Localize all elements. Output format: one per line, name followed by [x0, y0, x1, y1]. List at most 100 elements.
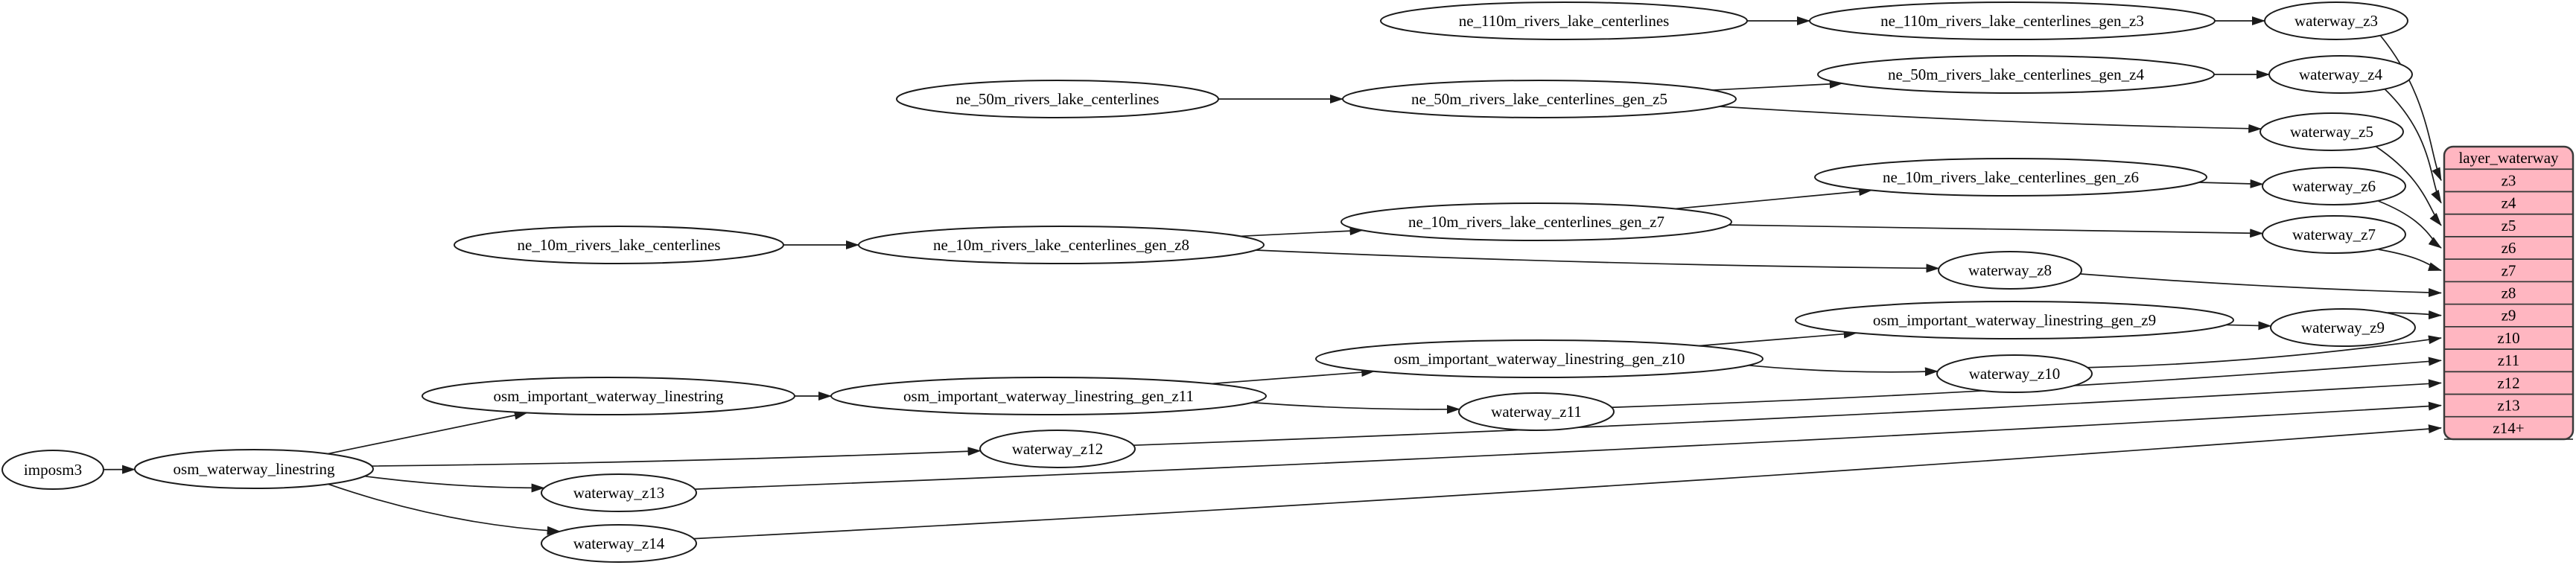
node-ellipse	[830, 377, 1267, 415]
edge-osm_waterway_linestring--waterway_z12	[372, 447, 982, 467]
node-ellipse	[541, 473, 697, 512]
node-osm_important_waterway_linestring: osm_important_waterway_linestring	[422, 377, 795, 415]
node-label: ne_50m_rivers_lake_centerlines_gen_z5	[1411, 90, 1667, 108]
node-waterway_z4: waterway_z4	[2268, 55, 2413, 94]
node-ellipse	[1809, 1, 2216, 40]
table-layer_waterway: layer_waterwayz3z4z5z6z7z8z9z10z11z12z13…	[2443, 145, 2575, 441]
edge-waterway_z8--layer_waterway-z8	[2080, 273, 2442, 298]
edge-osm_important_waterway_linestring_gen_z11--waterway_z11	[1252, 401, 1460, 414]
edge-osm_waterway_linestring--osm_important_waterway_linestring	[327, 411, 528, 455]
node-label: ne_110m_rivers_lake_centerlines_gen_z3	[1880, 12, 2144, 30]
node-ellipse	[134, 449, 374, 489]
node-label: waterway_z5	[2290, 123, 2373, 141]
edge-osm_important_waterway_linestring_gen_z10--osm_important_waterway_linestring_gen_z9	[1699, 329, 1857, 347]
table-row-z6: z6	[2502, 239, 2516, 257]
node-label: ne_10m_rivers_lake_centerlines_gen_z8	[933, 236, 1189, 254]
edge-ne_10m_rivers_lake_centerlines_gen_z6--waterway_z6	[2198, 179, 2264, 188]
node-waterway_z3: waterway_z3	[2264, 1, 2408, 40]
node-ellipse	[1814, 158, 2207, 197]
node-ellipse	[2259, 112, 2404, 151]
node-label: waterway_z8	[1968, 261, 2052, 279]
node-ne_10m_rivers_lake_centerlines_gen_z7: ne_10m_rivers_lake_centerlines_gen_z7	[1341, 202, 1732, 241]
node-osm_important_waterway_linestring_gen_z9: osm_important_waterway_linestring_gen_z9	[1795, 301, 2234, 339]
node-label: waterway_z3	[2294, 12, 2378, 30]
table-row-z11: z11	[2498, 351, 2520, 369]
node-label: waterway_z4	[2299, 66, 2382, 83]
node-ellipse	[1342, 80, 1737, 118]
node-ne_10m_rivers_lake_centerlines_gen_z8: ne_10m_rivers_lake_centerlines_gen_z8	[858, 226, 1265, 264]
node-label: waterway_z13	[573, 484, 664, 502]
node-label: waterway_z14	[573, 535, 665, 552]
node-ellipse	[1795, 301, 2234, 339]
node-label: osm_waterway_linestring	[174, 460, 335, 478]
node-waterway_z7: waterway_z7	[2262, 215, 2406, 254]
node-ne_110m_rivers_lake_centerlines_gen_z3: ne_110m_rivers_lake_centerlines_gen_z3	[1809, 1, 2216, 40]
node-osm_important_waterway_linestring_gen_z10: osm_important_waterway_linestring_gen_z1…	[1315, 339, 1764, 378]
node-ellipse	[1, 450, 104, 490]
node-ne_10m_rivers_lake_centerlines: ne_10m_rivers_lake_centerlines	[454, 226, 784, 264]
node-waterway_z5: waterway_z5	[2259, 112, 2404, 151]
edge-ne_10m_rivers_lake_centerlines_gen_z8--ne_10m_rivers_lake_centerlines_gen_z7	[1240, 226, 1364, 237]
node-ellipse	[2262, 167, 2406, 205]
node-label: osm_important_waterway_linestring_gen_z9	[1873, 311, 2156, 329]
table-row-z3: z3	[2502, 171, 2516, 189]
node-ellipse	[454, 226, 784, 264]
node-label: ne_50m_rivers_lake_centerlines	[956, 90, 1160, 108]
edge-waterway_z13--layer_waterway-z13	[694, 401, 2442, 490]
node-ne_50m_rivers_lake_centerlines_gen_z4: ne_50m_rivers_lake_centerlines_gen_z4	[1817, 55, 2215, 94]
node-ellipse	[896, 80, 1219, 118]
node-ellipse	[2262, 215, 2406, 254]
node-label: waterway_z9	[2301, 319, 2385, 336]
node-ellipse	[2264, 1, 2408, 40]
node-label: ne_10m_rivers_lake_centerlines	[518, 236, 721, 254]
table-row-z10: z10	[2497, 329, 2519, 347]
table-row-z12: z12	[2497, 374, 2519, 392]
node-ellipse	[979, 430, 1136, 468]
table-row-z13: z13	[2497, 397, 2519, 415]
node-ne_50m_rivers_lake_centerlines: ne_50m_rivers_lake_centerlines	[896, 80, 1219, 118]
edge-waterway_z6--layer_waterway-z6	[2378, 200, 2442, 249]
node-ellipse	[1380, 1, 1748, 40]
edge-ne_50m_rivers_lake_centerlines_gen_z5--waterway_z5	[1719, 106, 2262, 133]
edge-osm_important_waterway_linestring_gen_z11--osm_important_waterway_linestring_gen_z10	[1211, 368, 1376, 385]
node-ellipse	[858, 226, 1265, 264]
node-label: osm_important_waterway_linestring_gen_z1…	[903, 387, 1194, 405]
node-label: osm_important_waterway_linestring	[493, 387, 724, 405]
table-row-z8: z8	[2502, 284, 2516, 302]
node-label: waterway_z7	[2292, 226, 2376, 243]
edges-layer	[103, 16, 2442, 540]
node-label: ne_10m_rivers_lake_centerlines_gen_z6	[1883, 168, 2139, 186]
edge-waterway_z4--layer_waterway-z4	[2384, 89, 2442, 204]
edge-waterway_z3--layer_waterway-z3	[2379, 35, 2442, 182]
node-waterway_z8: waterway_z8	[1938, 251, 2082, 290]
node-waterway_z6: waterway_z6	[2262, 167, 2406, 205]
node-ellipse	[1458, 392, 1615, 431]
node-ellipse	[1936, 354, 2093, 393]
node-waterway_z9: waterway_z9	[2270, 308, 2416, 347]
edge-ne_10m_rivers_lake_centerlines_gen_z7--waterway_z7	[1729, 224, 2264, 238]
edge-ne_10m_rivers_lake_centerlines_gen_z7--ne_10m_rivers_lake_centerlines_gen_z6	[1675, 187, 1873, 210]
node-label: ne_10m_rivers_lake_centerlines_gen_z7	[1408, 213, 1664, 231]
edge-ne_50m_rivers_lake_centerlines_gen_z5--ne_50m_rivers_lake_centerlines_gen_z4	[1711, 79, 1843, 91]
node-waterway_z10: waterway_z10	[1936, 354, 2093, 393]
node-label: waterway_z6	[2292, 177, 2376, 195]
node-waterway_z13: waterway_z13	[541, 473, 697, 512]
table-row-z14+: z14+	[2493, 419, 2524, 437]
node-waterway_z14: waterway_z14	[541, 524, 697, 563]
edge-ne_10m_rivers_lake_centerlines_gen_z8--waterway_z8	[1256, 249, 1940, 273]
edge-waterway_z14--layer_waterway-z14+	[693, 424, 2442, 540]
table-header: layer_waterway	[2458, 149, 2559, 167]
node-label: ne_50m_rivers_lake_centerlines_gen_z4	[1888, 66, 2145, 83]
node-ellipse	[1341, 202, 1732, 241]
table-row-z4: z4	[2502, 194, 2516, 212]
edge-waterway_z10--layer_waterway-z10	[2087, 335, 2442, 368]
edge-waterway_z9--layer_waterway-z9	[2388, 310, 2442, 320]
node-ellipse	[541, 524, 697, 563]
node-ellipse	[1817, 55, 2215, 94]
node-ne_10m_rivers_lake_centerlines_gen_z6: ne_10m_rivers_lake_centerlines_gen_z6	[1814, 158, 2207, 197]
node-waterway_z11: waterway_z11	[1458, 392, 1615, 431]
node-ne_110m_rivers_lake_centerlines: ne_110m_rivers_lake_centerlines	[1380, 1, 1748, 40]
node-osm_important_waterway_linestring_gen_z11: osm_important_waterway_linestring_gen_z1…	[830, 377, 1267, 415]
